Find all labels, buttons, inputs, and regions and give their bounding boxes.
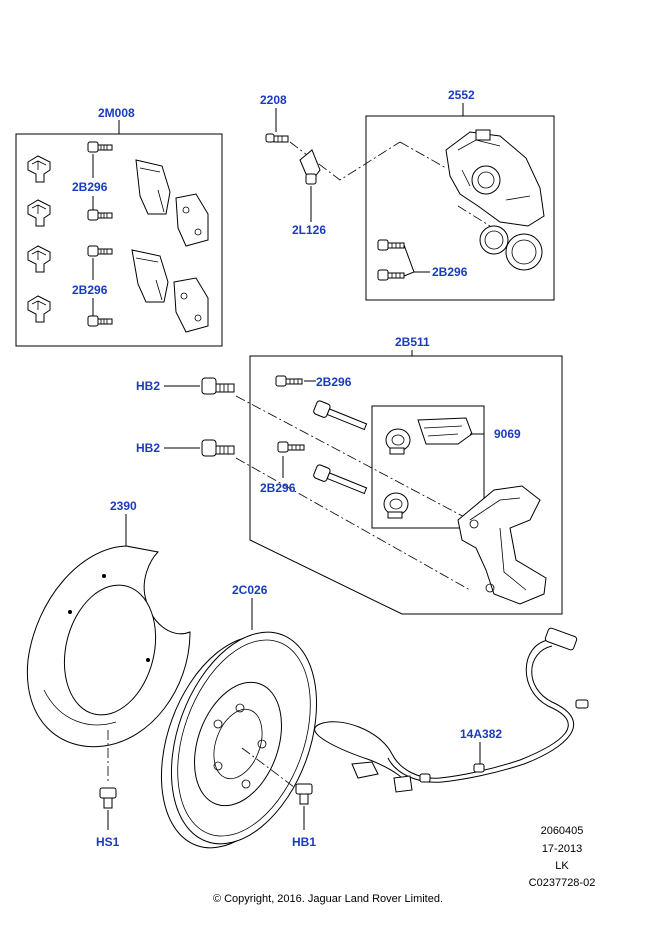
- callout-2B296-pads-upper[interactable]: 2B296: [72, 180, 108, 194]
- hb1-screw: [295, 783, 313, 805]
- brake-disc: [160, 631, 318, 849]
- callout-14A382[interactable]: 14A382: [460, 727, 502, 741]
- callout-2B296-caliper[interactable]: 2B296: [432, 265, 468, 279]
- callout-2M008[interactable]: 2M008: [98, 106, 135, 120]
- hb2-bolt-upper: [201, 377, 235, 395]
- brake-disc-group: 2C026 HB1: [160, 583, 318, 849]
- carrier-bolt-upper: [275, 375, 303, 387]
- boot-kit-box: [371, 405, 485, 529]
- callout-HB1[interactable]: HB1: [292, 835, 316, 849]
- caliper-box: [365, 115, 555, 301]
- hb2-bolt-lower: [201, 439, 235, 457]
- caliper-carrier: [457, 485, 547, 605]
- pad-bolts: [87, 141, 113, 327]
- callout-2B296-carrier-lower[interactable]: 2B296: [260, 481, 296, 495]
- callout-HB2-lower[interactable]: HB2: [136, 441, 160, 455]
- callout-2B296-pads-lower[interactable]: 2B296: [72, 283, 108, 297]
- pad-kit-group: 2M008: [15, 106, 223, 347]
- callout-HS1[interactable]: HS1: [96, 835, 120, 849]
- reference-number: 2060405: [541, 825, 584, 837]
- brake-pads: [131, 159, 209, 333]
- date-code: 17-2013: [542, 843, 582, 855]
- carrier-bolt-lower: [277, 441, 305, 453]
- callout-2B296-carrier-upper[interactable]: 2B296: [316, 375, 352, 389]
- brake-caliper: [445, 129, 545, 227]
- callout-9069[interactable]: 9069: [494, 427, 521, 441]
- wheel-speed-sensor: [314, 627, 589, 793]
- callout-2C026[interactable]: 2C026: [232, 583, 268, 597]
- splash-shield-group: 2390 HS1: [26, 499, 191, 849]
- anti-rattle-clips: [27, 155, 51, 323]
- carrier-group: 2B511 HB2 HB2 2B296: [136, 335, 563, 615]
- caliper-group: 2552: [365, 88, 555, 301]
- bleed-screw: [265, 133, 289, 143]
- callout-2390[interactable]: 2390: [110, 499, 137, 513]
- caliper-bolts: [377, 239, 405, 281]
- splash-shield: [26, 545, 191, 748]
- callout-2208[interactable]: 2208: [260, 93, 287, 107]
- region-code: LK: [555, 860, 569, 872]
- callout-2L126[interactable]: 2L126: [292, 223, 326, 237]
- hs1-screw: [99, 787, 117, 809]
- illustration-code: C0237728-02: [529, 877, 596, 889]
- copyright-notice: © Copyright, 2016. Jaguar Land Rover Lim…: [213, 893, 443, 905]
- hose-bracket: [299, 149, 321, 185]
- wheel-speed-sensor-group: 14A382: [314, 627, 589, 793]
- callout-HB2-upper[interactable]: HB2: [136, 379, 160, 393]
- piston-seals: [479, 225, 543, 271]
- callout-2B511[interactable]: 2B511: [395, 335, 430, 349]
- carrier-box: [249, 355, 563, 615]
- guide-pins: [313, 400, 368, 495]
- grease-sachet: [417, 417, 473, 445]
- bleed-screw-group: 2208 2L126: [260, 93, 401, 237]
- footer-info: 2060405 17-2013 LK C0237728-02 © Copyrig…: [213, 825, 595, 905]
- callout-2552[interactable]: 2552: [448, 88, 475, 102]
- guide-boots: [383, 428, 411, 519]
